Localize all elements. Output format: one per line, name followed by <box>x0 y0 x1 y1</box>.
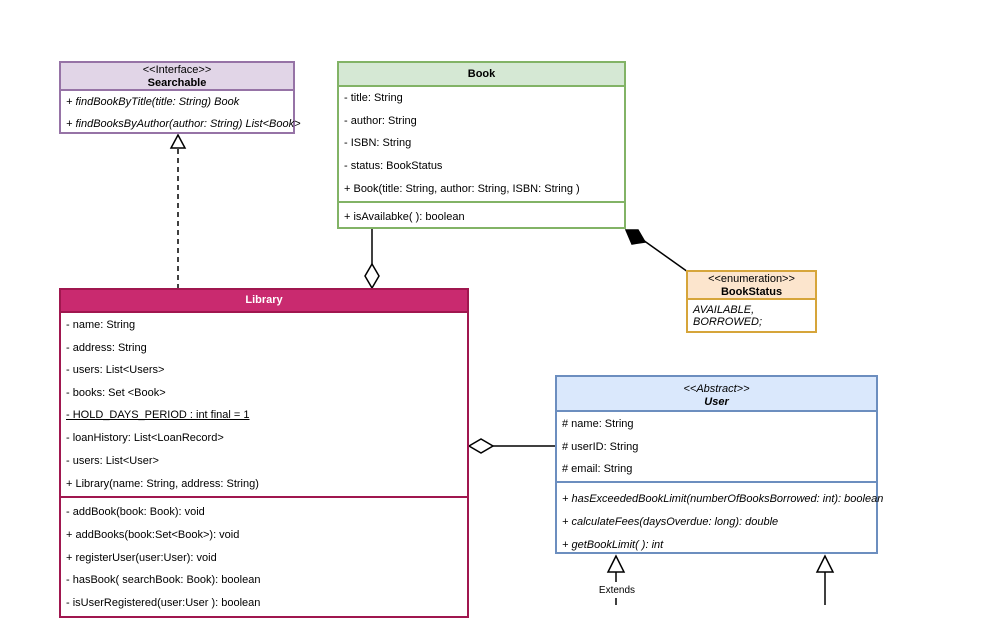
section-divider <box>339 201 624 203</box>
enum-value: AVAILABLE, <box>693 304 755 316</box>
section-divider <box>557 481 876 483</box>
attribute-row: - users: List<Users> <box>66 364 165 376</box>
method-row: + hasExceededBookLimit(numberOfBooksBorr… <box>562 493 884 505</box>
stereotype-label: <<Abstract>> <box>683 383 750 395</box>
method-row: + getBookLimit( ): int <box>562 539 664 551</box>
attribute-row: - status: BookStatus <box>344 160 443 172</box>
aggregation-diamond-book <box>364 262 380 290</box>
composition-diamond <box>624 229 647 245</box>
generalization-arrowhead-left <box>606 554 626 573</box>
bookstatus-enum[interactable]: <<enumeration>> BookStatus AVAILABLE, BO… <box>686 270 817 333</box>
searchable-header: <<Interface>> Searchable <box>61 63 293 91</box>
bookstatus-header: <<enumeration>> BookStatus <box>688 272 815 300</box>
constructor-row: + Book(title: String, author: String, IS… <box>344 183 580 195</box>
generalization-arrowhead-right <box>815 554 835 573</box>
constructor-row: + Library(name: String, address: String) <box>66 478 259 490</box>
attribute-row: - users: List<User> <box>66 455 159 467</box>
book-header: Book <box>339 63 624 87</box>
enum-value: BORROWED; <box>693 316 763 328</box>
method-row: + registerUser(user:User): void <box>66 552 217 564</box>
attribute-row: - title: String <box>344 92 403 104</box>
book-class[interactable]: Book - title: String - author: String - … <box>337 61 626 229</box>
relationship-lines <box>169 133 835 605</box>
method-row: + calculateFees(daysOverdue: long): doub… <box>562 516 779 528</box>
method-row: - hasBook( searchBook: Book): boolean <box>66 574 261 586</box>
method-row: + findBooksByAuthor(author: String) List… <box>66 118 301 130</box>
class-name: Book <box>467 68 496 80</box>
method-row: + findBookByTitle(title: String) Book <box>66 96 240 108</box>
extends-label: Extends <box>597 585 637 597</box>
method-row: + isAvailabke( ): boolean <box>344 211 465 223</box>
method-row: - isUserRegistered(user:User ): boolean <box>66 597 261 609</box>
attribute-row: - books: Set <Book> <box>66 387 166 399</box>
class-name: User <box>704 396 729 408</box>
attribute-row: # name: String <box>562 418 634 430</box>
method-row: - addBook(book: Book): void <box>66 506 205 518</box>
method-row: + addBooks(book:Set<Book>): void <box>66 529 240 541</box>
composition-line <box>642 239 689 273</box>
library-class[interactable]: Library - name: String - address: String… <box>59 288 469 618</box>
library-header: Library <box>61 290 467 313</box>
aggregation-diamond-user <box>467 438 495 454</box>
class-name: Searchable <box>147 77 207 89</box>
realization-arrowhead <box>169 133 187 149</box>
attribute-row: # userID: String <box>562 441 639 453</box>
attribute-row: - name: String <box>66 319 136 331</box>
attribute-row: - loanHistory: List<LoanRecord> <box>66 432 224 444</box>
user-class[interactable]: <<Abstract>> User # name: String # userI… <box>555 375 883 554</box>
class-name: Library <box>245 294 283 306</box>
searchable-class[interactable]: <<Interface>> Searchable + findBookByTit… <box>59 61 301 134</box>
static-attribute-row: - HOLD_DAYS_PERIOD : int final = 1 <box>66 409 250 421</box>
stereotype-label: <<enumeration>> <box>708 273 795 285</box>
class-name: BookStatus <box>720 286 783 298</box>
attribute-row: - address: String <box>66 342 147 354</box>
attribute-row: # email: String <box>562 463 633 475</box>
attribute-row: - ISBN: String <box>344 137 412 149</box>
attribute-row: - author: String <box>344 115 417 127</box>
user-header: <<Abstract>> User <box>557 377 876 412</box>
stereotype-label: <<Interface>> <box>142 64 212 76</box>
section-divider <box>61 496 467 498</box>
